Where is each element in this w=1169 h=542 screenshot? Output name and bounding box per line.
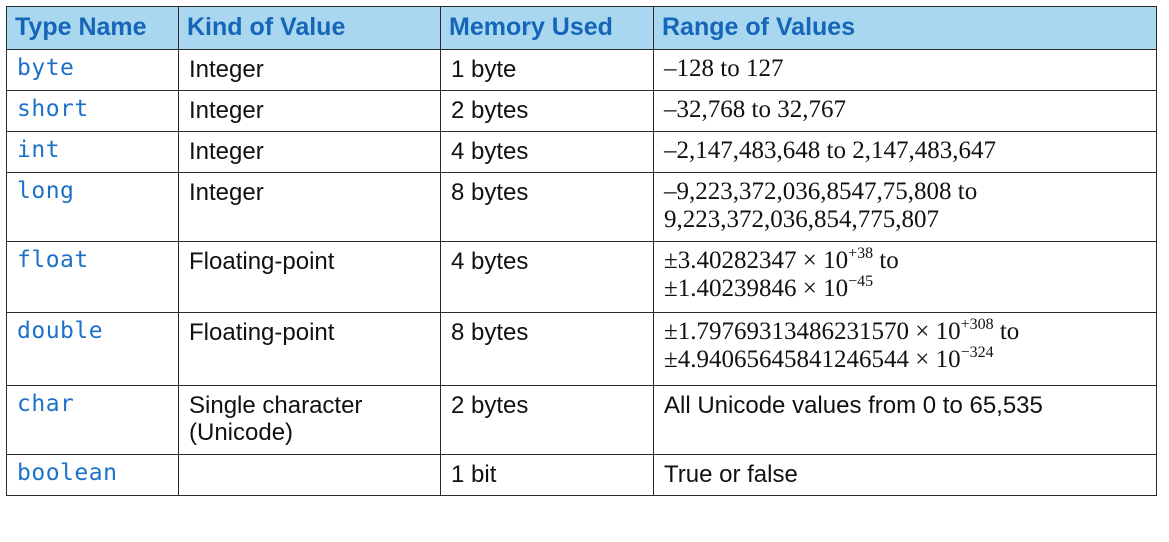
- table-row: int Integer 4 bytes –2,147,483,648 to 2,147…: [6, 131, 1157, 173]
- cell-kind-of-value: Single character(Unicode): [178, 385, 441, 455]
- range-line: 9,223,372,036,854,775,807: [664, 206, 939, 233]
- header-type-name: Type Name: [6, 6, 179, 50]
- range-exponent: +38: [848, 245, 874, 262]
- cell-memory-used: 1 byte: [440, 49, 654, 91]
- cell-range-of-values: –2,147,483,648 to 2,147,483,647: [653, 131, 1157, 173]
- range-line: ±4.94065645841246544 × 10−324: [664, 344, 1156, 374]
- range-mantissa: ±4.94065645841246544 × 10: [664, 346, 961, 373]
- range-tail: to: [993, 318, 1020, 345]
- cell-memory-used: 8 bytes: [440, 312, 654, 386]
- table-row: byte Integer 1 byte –128 to 127: [6, 49, 1157, 91]
- cell-type-name: long: [6, 172, 179, 242]
- range-line: –128 to 127: [664, 55, 784, 82]
- header-memory-used: Memory Used: [440, 6, 654, 50]
- kind-line: Integer: [189, 56, 264, 83]
- range-line: –32,768 to 32,767: [664, 96, 846, 123]
- cell-range-of-values: –32,768 to 32,767: [653, 90, 1157, 132]
- cell-type-name: int: [6, 131, 179, 173]
- kind-line: Integer: [189, 179, 264, 206]
- cell-range-of-values: –128 to 127: [653, 49, 1157, 91]
- cell-type-name: boolean: [6, 454, 179, 496]
- cell-kind-of-value: Integer: [178, 172, 441, 242]
- cell-type-name: short: [6, 90, 179, 132]
- range-line: All Unicode values from 0 to 65,535: [664, 392, 1043, 419]
- cell-range-of-values: –9,223,372,036,8547,75,808 to 9,223,372,…: [653, 172, 1157, 242]
- range-line: ±3.40282347 × 10+38 to: [664, 245, 1156, 275]
- cell-kind-of-value: Integer: [178, 49, 441, 91]
- range-tail: to: [873, 247, 899, 274]
- kind-line: Integer: [189, 138, 264, 165]
- range-exponent: −324: [960, 344, 994, 361]
- cell-range-of-values: All Unicode values from 0 to 65,535: [653, 385, 1157, 455]
- data-types-table-container: Type Name Kind of Value Memory Used Rang…: [6, 6, 1157, 496]
- range-exponent: +308: [960, 316, 994, 333]
- header-range-of-values: Range of Values: [653, 6, 1157, 50]
- kind-line: Single character: [189, 392, 363, 419]
- kind-line: Floating-point: [189, 248, 335, 275]
- cell-kind-of-value: Floating-point: [178, 241, 441, 313]
- range-exponent: −45: [848, 273, 874, 290]
- table-row: boolean 1 bit True or false: [6, 454, 1157, 496]
- cell-range-of-values: ±3.40282347 × 10+38 to±1.40239846 × 10−4…: [653, 241, 1157, 313]
- cell-kind-of-value: Integer: [178, 90, 441, 132]
- cell-memory-used: 4 bytes: [440, 131, 654, 173]
- table-header-row: Type Name Kind of Value Memory Used Rang…: [6, 6, 1157, 50]
- cell-kind-of-value: Floating-point: [178, 312, 441, 386]
- range-mantissa: ±1.40239846 × 10: [664, 275, 849, 302]
- range-line: True or false: [664, 461, 798, 488]
- header-kind-of-value: Kind of Value: [178, 6, 441, 50]
- cell-type-name: byte: [6, 49, 179, 91]
- cell-type-name: float: [6, 241, 179, 313]
- table-row: float Floating-point 4 bytes ±3.40282347 × …: [6, 241, 1157, 313]
- cell-memory-used: 2 bytes: [440, 90, 654, 132]
- range-mantissa: ±1.79769313486231570 × 10: [664, 318, 961, 345]
- cell-range-of-values: True or false: [653, 454, 1157, 496]
- cell-memory-used: 8 bytes: [440, 172, 654, 242]
- cell-memory-used: 4 bytes: [440, 241, 654, 313]
- kind-line: Integer: [189, 97, 264, 124]
- cell-range-of-values: ±1.79769313486231570 × 10+308 to±4.94065…: [653, 312, 1157, 386]
- range-line: –2,147,483,648 to 2,147,483,647: [664, 137, 996, 164]
- cell-kind-of-value: Integer: [178, 131, 441, 173]
- range-line: –9,223,372,036,8547,75,808 to: [664, 178, 978, 205]
- cell-memory-used: 2 bytes: [440, 385, 654, 455]
- range-line: ±1.79769313486231570 × 10+308 to: [664, 316, 1156, 346]
- kind-line: (Unicode): [189, 419, 294, 446]
- cell-type-name: double: [6, 312, 179, 386]
- cell-memory-used: 1 bit: [440, 454, 654, 496]
- cell-type-name: char: [6, 385, 179, 455]
- kind-line: Floating-point: [189, 319, 335, 346]
- table-row: short Integer 2 bytes –32,768 to 32,767: [6, 90, 1157, 132]
- range-line: ±1.40239846 × 10−45: [664, 273, 1156, 303]
- cell-kind-of-value: [178, 454, 441, 496]
- primitive-types-table: Type Name Kind of Value Memory Used Rang…: [6, 6, 1157, 496]
- range-mantissa: ±3.40282347 × 10: [664, 247, 849, 274]
